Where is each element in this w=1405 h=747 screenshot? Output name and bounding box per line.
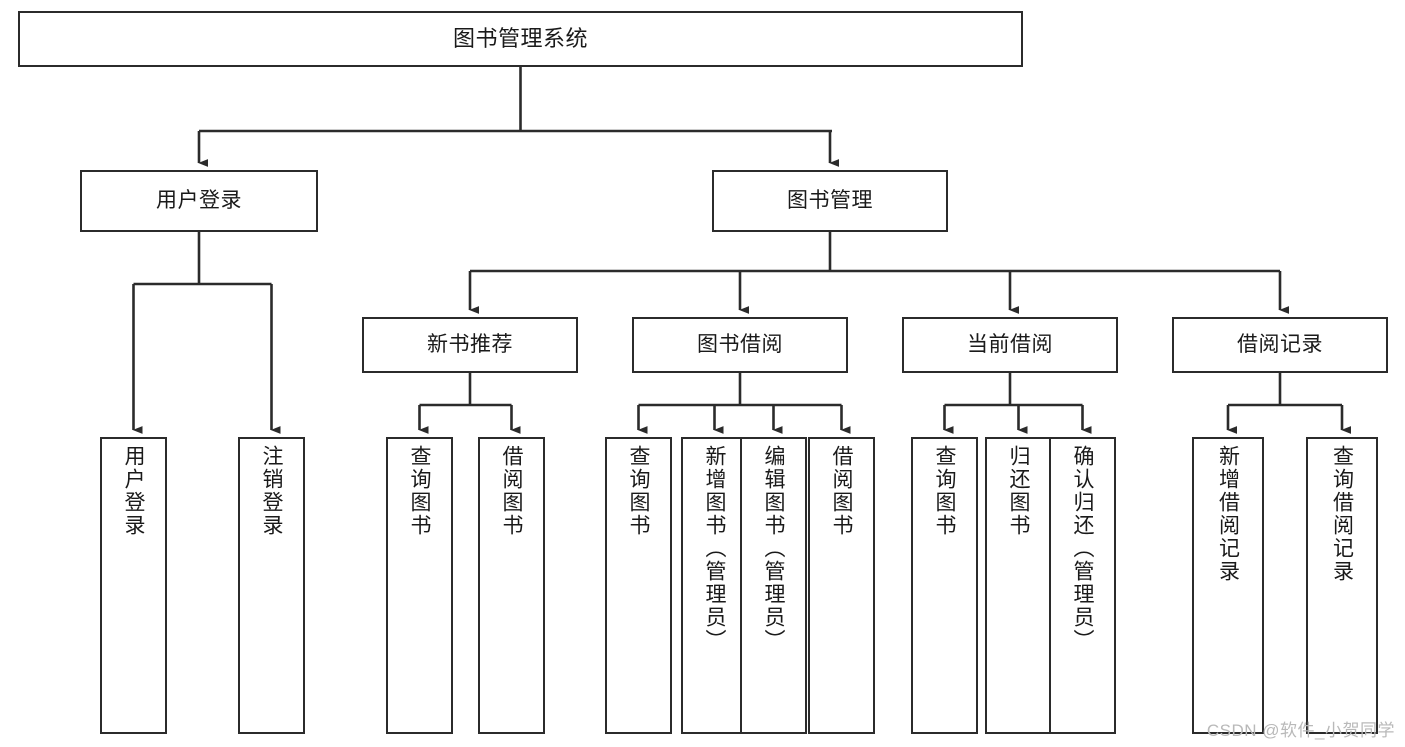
node-borrow-record[interactable]: 借阅记录 xyxy=(1172,317,1388,373)
node-leaf-query-book-1[interactable]: 查询图书 xyxy=(386,437,453,734)
node-book-borrow-label: 图书借阅 xyxy=(697,332,783,356)
node-book-borrow[interactable]: 图书借阅 xyxy=(632,317,848,373)
node-leaf-query-book-2-label: 查询图书 xyxy=(627,445,650,537)
node-leaf-query-book-1-label: 查询图书 xyxy=(408,445,431,537)
node-leaf-return-book-label: 归还图书 xyxy=(1007,445,1030,537)
node-leaf-user-login-label: 用户登录 xyxy=(122,445,145,537)
node-leaf-borrow-book-2-label: 借阅图书 xyxy=(830,445,853,537)
node-leaf-edit-book[interactable]: 编辑图书（管理员） xyxy=(740,437,807,734)
node-user-login-label: 用户登录 xyxy=(156,188,242,212)
node-leaf-add-record[interactable]: 新增借阅记录 xyxy=(1192,437,1264,734)
node-leaf-query-book-2[interactable]: 查询图书 xyxy=(605,437,672,734)
node-leaf-borrow-book-1[interactable]: 借阅图书 xyxy=(478,437,545,734)
node-new-book-recommend[interactable]: 新书推荐 xyxy=(362,317,578,373)
node-leaf-query-book-3-label: 查询图书 xyxy=(933,445,956,537)
node-leaf-borrow-book-1-label: 借阅图书 xyxy=(500,445,523,537)
node-current-borrow[interactable]: 当前借阅 xyxy=(902,317,1118,373)
node-leaf-query-book-3[interactable]: 查询图书 xyxy=(911,437,978,734)
node-book-manage[interactable]: 图书管理 xyxy=(712,170,948,232)
node-root[interactable]: 图书管理系统 xyxy=(18,11,1023,67)
node-leaf-query-record[interactable]: 查询借阅记录 xyxy=(1306,437,1378,734)
node-leaf-confirm-return-label: 确认归还（管理员） xyxy=(1071,445,1094,652)
node-borrow-record-label: 借阅记录 xyxy=(1237,332,1323,356)
node-leaf-borrow-book-2[interactable]: 借阅图书 xyxy=(808,437,875,734)
node-leaf-user-login[interactable]: 用户登录 xyxy=(100,437,167,734)
node-leaf-add-book[interactable]: 新增图书（管理员） xyxy=(681,437,748,734)
node-current-borrow-label: 当前借阅 xyxy=(967,332,1053,356)
node-leaf-edit-book-label: 编辑图书（管理员） xyxy=(762,445,785,652)
node-book-manage-label: 图书管理 xyxy=(787,188,873,212)
node-leaf-logout[interactable]: 注销登录 xyxy=(238,437,305,734)
node-leaf-confirm-return[interactable]: 确认归还（管理员） xyxy=(1049,437,1116,734)
watermark-text: CSDN @软件_小贺同学 xyxy=(1206,721,1395,740)
node-leaf-add-book-label: 新增图书（管理员） xyxy=(703,445,726,652)
node-leaf-query-record-label: 查询借阅记录 xyxy=(1330,445,1354,583)
node-root-label: 图书管理系统 xyxy=(452,26,588,52)
node-leaf-logout-label: 注销登录 xyxy=(260,445,283,537)
node-user-login[interactable]: 用户登录 xyxy=(80,170,318,232)
node-leaf-return-book[interactable]: 归还图书 xyxy=(985,437,1052,734)
node-leaf-add-record-label: 新增借阅记录 xyxy=(1216,445,1240,583)
node-new-book-recommend-label: 新书推荐 xyxy=(427,332,513,356)
